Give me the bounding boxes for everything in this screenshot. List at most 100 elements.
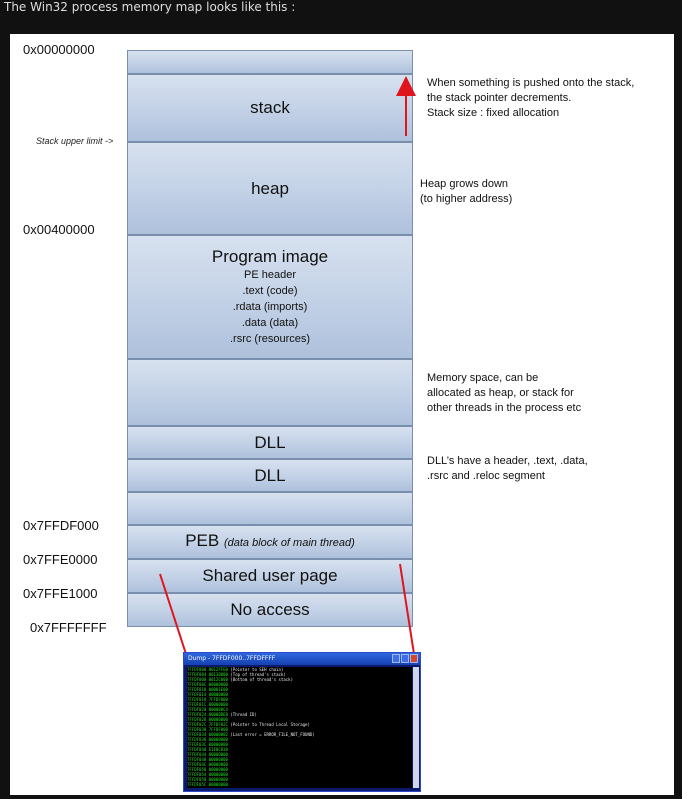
close-icon[interactable] <box>410 654 418 663</box>
dump-row: 7FFDF05C 00000000 <box>187 782 412 787</box>
dump-value: 00000000 <box>208 682 228 687</box>
scrollbar[interactable] <box>413 667 419 788</box>
dll-note: DLL’s have a header, .text, .data, .rsrc… <box>427 454 588 484</box>
dump-value: 00000000 <box>208 702 228 707</box>
dump-row: 7FFDF024 00000DE8 (Thread ID) <box>187 712 412 717</box>
program-image-label: Program image <box>211 247 329 266</box>
dump-address: 7FFDF044 <box>187 752 209 757</box>
dump-address: 7FFDF03C <box>187 742 209 747</box>
page-caption: The Win32 process memory map looks like … <box>4 0 296 14</box>
window-controls <box>392 654 418 663</box>
dump-row: 7FFDF044 00000000 <box>187 752 412 757</box>
dll-label: DLL <box>254 465 286 485</box>
reserved-segment <box>127 50 413 74</box>
dump-row: 7FFDF048 00000000 <box>187 757 412 762</box>
dump-value: 00130000 <box>208 672 231 677</box>
dump-address: 7FFDF00C <box>187 682 209 687</box>
stack-upper-limit-label: Stack upper limit -> <box>36 136 114 146</box>
note-line: (to higher address) <box>420 193 513 205</box>
dump-value: 00000000 <box>208 737 228 742</box>
maximize-icon[interactable] <box>401 654 409 663</box>
note-line: When something is pushed onto the stack, <box>427 77 635 89</box>
dump-value: 00000000 <box>208 757 228 762</box>
dump-row: 7FFDF038 00000000 <box>187 737 412 742</box>
free-memory-segment <box>127 359 413 426</box>
dump-window-titlebar: Dump - 7FFDF000..7FFDFFFF <box>184 653 420 665</box>
rsrc-section-label: .rsrc (resources) <box>229 333 311 345</box>
dump-row: 7FFDF034 00000002 (Last error = ERROR_FI… <box>187 732 412 737</box>
dump-comment: (Pointer to Thread Local Storage) <box>230 722 310 727</box>
dump-row: 7FFDF018 7FFDF000 <box>187 697 412 702</box>
dump-value: 000008C4 <box>208 707 228 712</box>
dump-row: 7FFDF00C 00000000 <box>187 682 412 687</box>
dump-address: 7FFDF038 <box>187 737 209 742</box>
dump-value: 00000000 <box>208 742 228 747</box>
dump-address: 7FFDF050 <box>187 767 209 772</box>
stack-segment: stack <box>127 74 413 142</box>
peb-segment: PEB (data block of main thread) <box>127 525 413 559</box>
dump-address: 7FFDF014 <box>187 692 209 697</box>
dump-value: 00000DE8 <box>208 712 231 717</box>
dump-value: 00000002 <box>208 732 231 737</box>
dll-label: DLL <box>254 432 286 452</box>
dump-address: 7FFDF024 <box>187 712 209 717</box>
connector-lines <box>159 76 416 655</box>
dump-address: 7FFDF010 <box>187 687 209 692</box>
zoom-line-right <box>399 563 415 655</box>
dump-value: 00000000 <box>208 692 228 697</box>
dump-address: 7FFDF008 <box>187 677 209 682</box>
memory-map-diagram: 0x00000000 Stack upper limit -> 0x004000… <box>10 34 674 795</box>
text-section-label: .text (code) <box>242 285 298 297</box>
peb-note: (data block of main thread) <box>223 537 355 549</box>
dump-row: 7FFDF03C 00000000 <box>187 742 412 747</box>
dump-row: 7FFDF014 00000000 <box>187 692 412 697</box>
heap-label: heap <box>251 178 289 198</box>
note-line: other threads in the process etc <box>427 402 582 414</box>
peb-title: PEB <box>185 531 220 550</box>
note-line: Stack size : fixed allocation <box>427 107 560 119</box>
dump-row: 7FFDF01C 00000000 <box>187 702 412 707</box>
dump-address: 7FFDF01C <box>187 702 209 707</box>
dump-address: 7FFDF02C <box>187 722 209 727</box>
note-line: Heap grows down <box>420 178 509 190</box>
dump-address: 7FFDF004 <box>187 672 209 677</box>
address-label: 0x7FFFFFFF <box>30 620 107 635</box>
heap-segment: heap <box>127 142 413 235</box>
dump-row: 7FFDF050 00000000 <box>187 767 412 772</box>
zoom-line-left <box>159 573 187 655</box>
note-line: DLL’s have a header, .text, .data, <box>427 455 588 467</box>
shared-user-page-segment: Shared user page <box>127 559 413 593</box>
stack-note: When something is pushed onto the stack,… <box>427 76 634 121</box>
dump-row: 7FFDF008 0012C000 (Bottom of thread's st… <box>187 677 412 682</box>
dump-row: 7FFDF020 000008C4 <box>187 707 412 712</box>
address-label: 0x00400000 <box>23 222 95 237</box>
no-access-label: No access <box>230 600 310 619</box>
note-line: .rsrc and .reloc segment <box>427 470 545 482</box>
stack-label: stack <box>250 98 290 117</box>
dump-address: 7FFDF04C <box>187 762 209 767</box>
dump-value: 7FFDF000 <box>208 727 228 732</box>
dump-address: 7FFDF018 <box>187 697 209 702</box>
dump-address: 7FFDF030 <box>187 727 209 732</box>
address-label: 0x7FFDF000 <box>23 518 99 533</box>
minimize-icon[interactable] <box>392 654 400 663</box>
dump-comment: (Top of thread's stack) <box>230 672 286 677</box>
dump-comment: (Pointer to SEH chain) <box>230 667 284 672</box>
pe-header-label: PE header <box>244 269 296 281</box>
dump-value: 00000000 <box>208 762 228 767</box>
dump-address: 7FFDF048 <box>187 757 209 762</box>
dump-content: 7FFDF000 0012FFE0 (Pointer to SEH chain)… <box>187 667 412 788</box>
dump-row: 7FFDF02C 7FFDF02C (Pointer to Thread Loc… <box>187 722 412 727</box>
dump-address: 7FFDF028 <box>187 717 209 722</box>
dump-address: 7FFDF054 <box>187 772 209 777</box>
dump-value: 00000000 <box>208 717 228 722</box>
dump-row: 7FFDF028 00000000 <box>187 717 412 722</box>
dll-segment: DLL <box>127 459 413 492</box>
data-section-label: .data (data) <box>241 317 299 329</box>
note-line: the stack pointer decrements. <box>427 92 572 104</box>
dump-row: 7FFDF04C 00000000 <box>187 762 412 767</box>
note-line: Memory space, can be <box>427 372 539 384</box>
dump-value: 00000000 <box>208 767 228 772</box>
dump-row: 7FFDF058 00000000 <box>187 777 412 782</box>
dump-value: 7FFDF02C <box>208 722 231 727</box>
